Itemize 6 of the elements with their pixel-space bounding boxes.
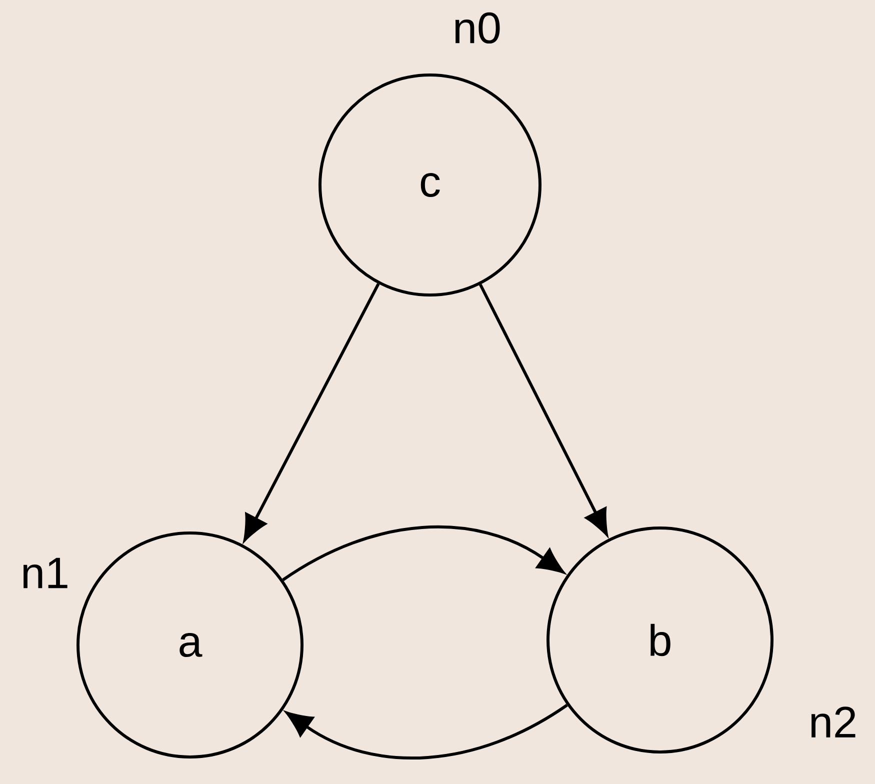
- arrow: [286, 704, 568, 760]
- node-name: n2: [811, 706, 856, 738]
- arrow: [244, 283, 380, 542]
- node-name: n1: [23, 558, 68, 588]
- node-name: n0: [455, 12, 500, 44]
- arrow: [282, 526, 564, 582]
